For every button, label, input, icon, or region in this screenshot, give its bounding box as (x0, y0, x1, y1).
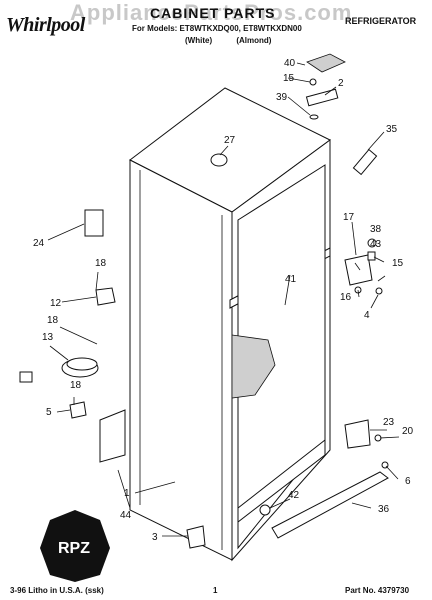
footer-litho: 3-96 Litho in U.S.A. (ssk) (10, 586, 104, 595)
plug-27 (210, 153, 228, 167)
washer-38 (367, 238, 377, 248)
part-12 (95, 287, 116, 306)
part-35 (352, 148, 378, 176)
callout-1: 1 (124, 488, 130, 499)
callout-23: 23 (383, 417, 395, 428)
plug (19, 371, 33, 383)
callout-24: 24 (33, 238, 45, 249)
callout-4: 4 (364, 310, 370, 321)
svg-text:RPZ: RPZ (58, 540, 90, 557)
watermark: AppliancePartsPros.com (70, 0, 353, 25)
callout-18: 18 (95, 258, 107, 269)
callout-35: 35 (386, 124, 398, 135)
callout-41: 41 (285, 274, 297, 285)
part-5 (69, 401, 87, 419)
callout-20: 20 (402, 426, 414, 437)
callout-5: 5 (46, 407, 52, 418)
brand-logo: Whirlpool (6, 14, 85, 36)
callout-42: 42 (288, 490, 300, 501)
callout-3: 3 (152, 532, 158, 543)
footer-page-number: 1 (213, 586, 218, 595)
callout-39: 39 (276, 92, 288, 103)
page-title: CABINET PARTS (150, 5, 276, 21)
callout-15: 15 (283, 73, 295, 84)
callout-18: 18 (70, 380, 82, 391)
callout-44: 44 (120, 510, 132, 521)
callout-38: 38 (370, 224, 382, 235)
top-hinge-cover (306, 53, 346, 73)
hinge-screw (309, 78, 317, 86)
bottom-hinge (344, 419, 371, 449)
category-label: REFRIGERATOR (345, 16, 417, 26)
cabinet (129, 87, 331, 562)
callout-36: 36 (378, 504, 390, 515)
side-panel (99, 409, 126, 463)
callout-40: 40 (284, 58, 296, 69)
part-42 (259, 504, 271, 516)
footer-part-number: Part No. 4379730 (345, 586, 410, 595)
colors-label: (White) (Almond) (185, 36, 272, 45)
callout-18: 18 (47, 315, 59, 326)
models-label: For Models: ET8WTKXDQ00, ET8WTKXDN00 (132, 24, 302, 33)
top-hinge (305, 88, 339, 107)
callout-17: 17 (343, 212, 355, 223)
callout-15: 15 (392, 258, 404, 269)
callout-12: 12 (50, 298, 62, 309)
callout-13: 13 (42, 332, 54, 343)
leveler-3 (186, 525, 206, 549)
rpz-logo: RPZ (40, 510, 110, 582)
center-hinge (344, 254, 373, 286)
callout-16: 16 (340, 292, 352, 303)
grille-36 (271, 471, 389, 539)
callout-43: 43 (370, 239, 382, 250)
shim (309, 114, 319, 120)
callout-6: 6 (405, 476, 411, 487)
part-24 (84, 209, 104, 237)
callout-2: 2 (338, 78, 344, 89)
leader-lines (47, 62, 400, 537)
pin-43 (367, 251, 376, 261)
callout-27: 27 (224, 135, 236, 146)
